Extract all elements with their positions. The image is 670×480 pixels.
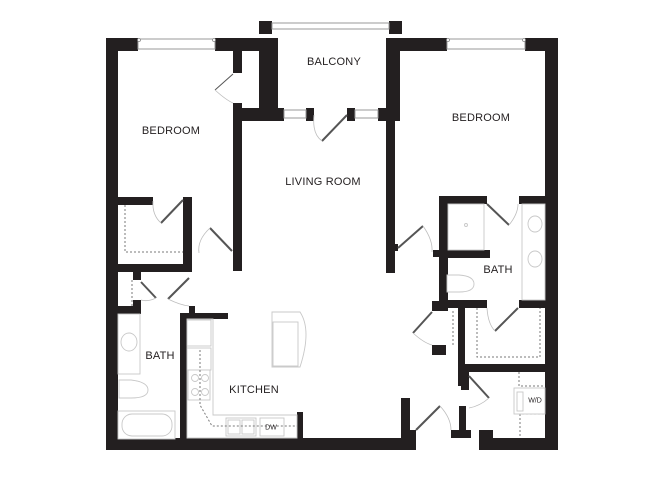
exterior-walls	[106, 21, 558, 450]
doors	[140, 73, 519, 431]
room-label-bath-right: BATH	[483, 264, 513, 276]
closet-rods	[124, 205, 545, 438]
kitchen-fixtures	[186, 311, 307, 439]
room-label-kitchen: KITCHEN	[229, 384, 279, 396]
windows	[137, 22, 526, 50]
right-bath-fixtures	[446, 203, 546, 301]
balcony-partition	[265, 108, 400, 121]
appliance-label-dishwasher: DW	[265, 424, 277, 432]
appliance-label-washer-dryer: W/D	[528, 397, 542, 405]
laundry-fixtures	[513, 387, 546, 415]
left-bedroom-walls	[118, 38, 303, 443]
left-bath-fixtures	[117, 313, 176, 440]
room-label-living-room: LIVING ROOM	[285, 176, 361, 188]
right-side-walls	[386, 108, 558, 390]
room-label-bedroom-right: BEDROOM	[451, 112, 511, 124]
room-label-bedroom-left: BEDROOM	[141, 125, 201, 137]
room-label-balcony: BALCONY	[307, 56, 361, 68]
room-label-bath-left: BATH	[145, 350, 175, 362]
